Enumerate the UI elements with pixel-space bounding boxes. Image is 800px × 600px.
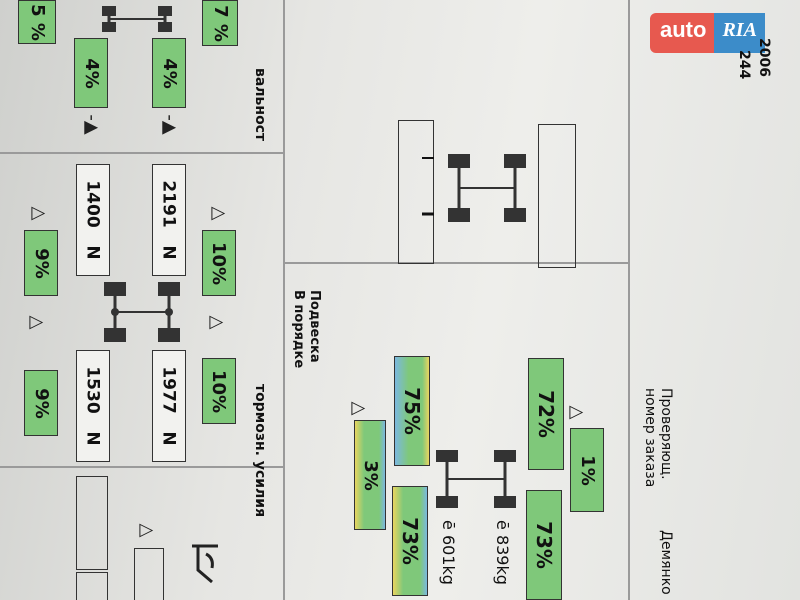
delta-icon: -▲ xyxy=(81,114,103,135)
empty-cell xyxy=(76,572,108,600)
pct-cell-top-left: 5 % xyxy=(18,0,56,44)
watermark-auto: auto xyxy=(650,13,715,53)
pct-cell-b-bottom: 10% xyxy=(202,358,236,424)
weight-rear: ē 601kg xyxy=(439,520,458,585)
delta-icon: △ xyxy=(26,315,48,330)
pct-cell-b-mid: 10% xyxy=(202,230,236,296)
divider-h1 xyxy=(0,152,283,154)
inspector-name: Демянко xyxy=(658,530,674,595)
axle-diagram-icon xyxy=(436,450,516,508)
force-cell-b-top: 2191 N xyxy=(152,164,186,276)
delta-icon: △ xyxy=(348,401,370,416)
front-diff-pct-cell: 1% xyxy=(570,428,604,512)
force-cell-a-bottom: 1530 N xyxy=(76,350,110,462)
divider-v2 xyxy=(628,0,630,600)
front-right-pct-cell: 73% xyxy=(526,490,562,600)
suspension-status: В порядке xyxy=(291,290,306,369)
force-cell-a-top: 1400 N xyxy=(76,164,110,276)
rear-diff-pct-cell: 3% xyxy=(354,420,386,530)
delta-icon: △ xyxy=(566,405,588,420)
pct-cell-top-right: 7 % xyxy=(202,0,238,46)
front-left-pct-cell: 72% xyxy=(528,358,564,470)
force-cell-b-bottom: 1977 N xyxy=(152,350,186,462)
divider-v1 xyxy=(283,0,285,600)
empty-cell xyxy=(134,548,164,600)
weight-front: ē 839kg xyxy=(493,520,512,585)
row-label-vibration: вальност xyxy=(252,68,268,142)
corner-code-2: 244 xyxy=(736,50,752,80)
delta-icon: △ xyxy=(136,523,158,538)
divider-h3 xyxy=(285,262,630,264)
delta-icon: △ xyxy=(206,315,228,330)
autoria-watermark-logo: auto RIA xyxy=(650,13,788,53)
pct-cell-a-mid: 9% xyxy=(24,230,58,296)
delta-icon: △ xyxy=(28,206,50,221)
axle-diagram-icon xyxy=(422,154,526,222)
rear-left-pct-cell: 75% xyxy=(394,356,430,466)
order-number-label: номер заказа xyxy=(642,388,658,488)
pct-cell-col-a: 4% xyxy=(74,38,108,108)
axle-diagram-icon xyxy=(104,282,180,342)
rear-right-pct-cell: 73% xyxy=(392,486,428,596)
brake-plate-left xyxy=(398,120,434,264)
watermark-ria: RIA xyxy=(714,13,765,53)
brake-pedal-icon xyxy=(192,544,218,584)
brake-plate-right xyxy=(538,124,576,268)
section-label-brake-force: тормозн. усилия xyxy=(252,384,268,518)
axle-diagram-icon xyxy=(102,6,172,32)
delta-icon: -▲ xyxy=(159,114,181,135)
pct-cell-col-b: 4% xyxy=(152,38,186,108)
empty-cell xyxy=(76,476,108,570)
corner-code-1: 2006 xyxy=(756,38,772,77)
pct-cell-a-bottom: 9% xyxy=(24,370,58,436)
suspension-title: Подвеска xyxy=(307,290,322,363)
divider-h2 xyxy=(0,466,283,468)
inspector-label: Проверяющ. xyxy=(658,388,674,480)
delta-icon: △ xyxy=(208,206,230,221)
